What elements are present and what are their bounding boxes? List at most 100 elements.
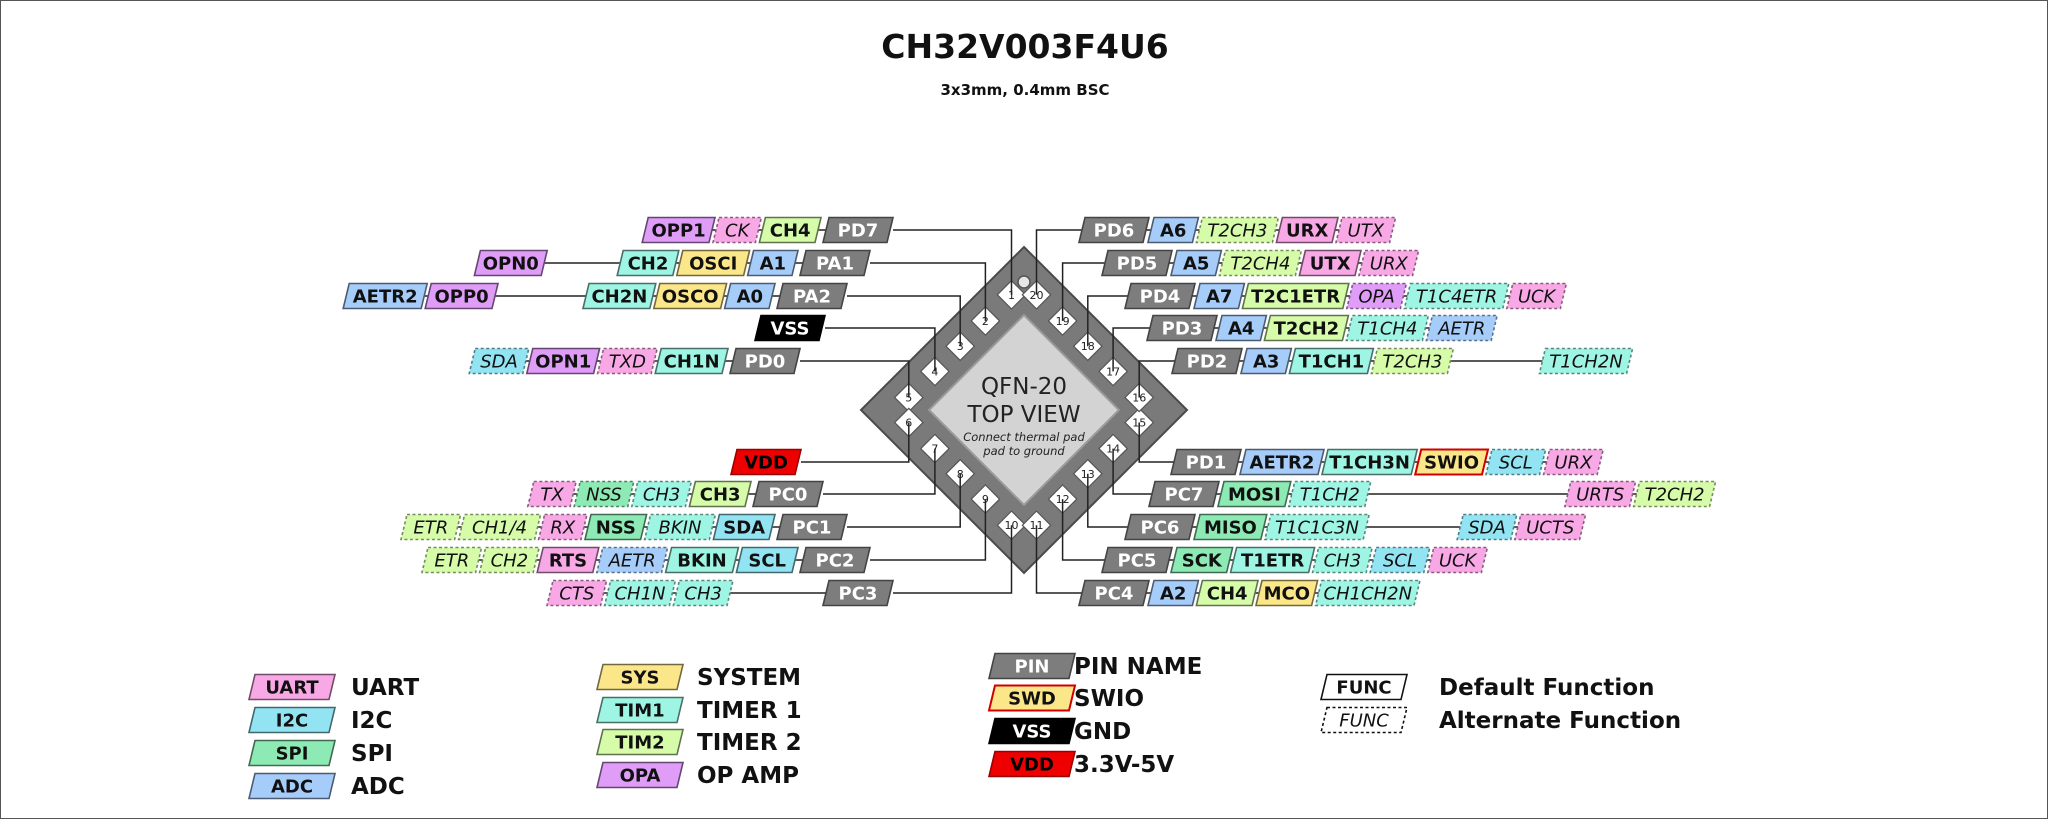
thermal-pad <box>927 313 1121 507</box>
right-func-pc6-miso-label: MISO <box>1204 518 1257 539</box>
legend-label: TIMER 2 <box>697 730 802 756</box>
right-func-pd3-aetr-label: AETR <box>1437 319 1485 340</box>
right-func-pc4-a2: A2 <box>1146 579 1200 607</box>
left-pin-pc1-label: PC1 <box>793 518 832 539</box>
legend-label: UART <box>351 675 419 701</box>
left-func-pc3-ch3: CH3 <box>672 579 735 607</box>
left-pin-vdd-label: VDD <box>744 453 788 474</box>
right-pin-pd3-label: PD3 <box>1162 319 1203 340</box>
chip-pad-number: 2 <box>982 315 989 328</box>
left-func-pa2-opp0-label: OPP0 <box>434 287 488 308</box>
right-func-pd6-t2ch3-label: T2CH3 <box>1207 221 1267 242</box>
left-func-pd7-opp1-label: OPP1 <box>651 221 705 242</box>
left-pin-pc3: PC3 <box>821 579 895 607</box>
left-func-pa1-a1: A1 <box>746 249 800 277</box>
right-func-pd1-aetr2-label: AETR2 <box>1250 453 1315 474</box>
right-func-pd6-utx: UTX <box>1334 216 1397 244</box>
left-pin-vss: VSS <box>753 314 827 342</box>
legend-swatch-pin-label: PIN <box>1015 657 1050 678</box>
left-pin-pa2: PA2 <box>775 282 849 310</box>
chip-pad-number: 18 <box>1081 340 1095 353</box>
left-pin-pc0: PC0 <box>751 480 825 508</box>
left-func-pa1-osci: OSCI <box>675 249 751 277</box>
right-func-pc4-a2-label: A2 <box>1160 584 1186 605</box>
chip-pad-number: 17 <box>1106 365 1120 378</box>
legend-swatch-vdd: VDD <box>987 750 1077 778</box>
right-func-pd2-a3: A3 <box>1239 347 1293 375</box>
right-func-pc5-ch3-label: CH3 <box>1324 551 1362 572</box>
left-func-pc0-ch3-label: CH3 <box>700 485 741 506</box>
left-func-pd0-opn1-label: OPN1 <box>535 352 591 373</box>
right-func-pd4-a7-label: A7 <box>1206 287 1232 308</box>
right-func-pd4-a7: A7 <box>1192 282 1246 310</box>
right-func-pc5-sck: SCK <box>1169 546 1234 574</box>
left-func-pd0-ch1n: CH1N <box>654 347 730 375</box>
left-func-pc2-aetr: AETR <box>595 546 669 574</box>
right-func-pd1-urx-label: URX <box>1554 453 1593 474</box>
right-pin-pc5-label: PC5 <box>1118 551 1157 572</box>
right-func-pd4-t2c1etr: T2C1ETR <box>1241 282 1350 310</box>
right-func-pc6-t1c1c3n: T1C1C3N <box>1263 513 1371 541</box>
left-func-pc0-ch3-label: CH3 <box>643 485 681 506</box>
left-pin-pd0: PD0 <box>728 347 802 375</box>
right-func-pc5-scl: SCL <box>1369 546 1431 574</box>
left-func-pa2-a0-label: A0 <box>737 287 763 308</box>
legend-swatch-uart-label: UART <box>265 678 319 699</box>
legend-label: GND <box>1074 719 1131 745</box>
left-func-pc2-bkin: BKIN <box>664 546 740 574</box>
right-pin-pd6: PD6 <box>1077 216 1151 244</box>
left-func-pd0-ch1n-label: CH1N <box>664 352 720 373</box>
left-pin-pc2: PC2 <box>798 546 872 574</box>
right-pin-pc4-label: PC4 <box>1095 584 1134 605</box>
right-pin-pd1: PD1 <box>1169 448 1243 476</box>
right-func-pd2-t1ch1-label: T1CH1 <box>1299 352 1365 373</box>
left-func-pd7-opp1: OPP1 <box>641 216 717 244</box>
legend-swatch-func: FUNC <box>1319 673 1409 701</box>
legend-swatch-sys: SYS <box>595 663 685 691</box>
right-func-pd5-utx: UTX <box>1298 249 1363 277</box>
left-func-pc2-scl: SCL <box>735 546 800 574</box>
right-pin-pc4: PC4 <box>1077 579 1151 607</box>
right-func-pd5-utx-label: UTX <box>1310 254 1351 275</box>
legend-label: Alternate Function <box>1439 708 1681 734</box>
legend-swatch-func-alt-label: FUNC <box>1339 711 1389 732</box>
right-func-pc7-t1ch2-label: T1CH2 <box>1300 485 1360 506</box>
left-func-pa1-ch2-label: CH2 <box>628 254 669 275</box>
left-func-pc2-rts: RTS <box>536 546 600 574</box>
right-func-pc7-t2ch2-label: T2CH2 <box>1645 485 1705 506</box>
right-func-pc5-uck-label: UCK <box>1439 551 1478 572</box>
chip-pad-number: 4 <box>931 365 938 378</box>
right-pin-pd5-label: PD5 <box>1117 254 1158 275</box>
left-func-pc0-tx-label: TX <box>540 485 564 506</box>
right-func-pd3-t2ch2: T2CH2 <box>1263 314 1350 342</box>
right-pin-pd5: PD5 <box>1100 249 1174 277</box>
legend-label: PIN NAME <box>1074 654 1202 680</box>
right-func-pd5-t2ch4-label: T2CH4 <box>1230 254 1290 275</box>
legend-swatch-pin: PIN <box>987 652 1077 680</box>
right-func-pd6-urx: URX <box>1275 216 1340 244</box>
legend-swatch-uart: UART <box>247 673 337 701</box>
left-func-pa1-a1-label: A1 <box>760 254 786 275</box>
legend-swatch-func-alt: FUNC <box>1319 706 1409 734</box>
right-pin-pd3: PD3 <box>1145 314 1219 342</box>
left-func-pc1-ch14-label: CH1/4 <box>472 518 527 539</box>
right-func-pd1-aetr2: AETR2 <box>1238 448 1326 476</box>
left-func-pd7-ch4: CH4 <box>758 216 823 244</box>
legend-swatch-tim2-label: TIM2 <box>615 733 664 754</box>
left-func-pc1-etr-label: ETR <box>413 518 448 539</box>
left-func-pc2-rts-label: RTS <box>549 551 587 572</box>
left-func-pd7-ch4-label: CH4 <box>770 221 811 242</box>
right-func-pc6-sda: SDA <box>1456 513 1518 541</box>
right-func-pd1-scl: SCL <box>1484 448 1547 476</box>
left-pin-pc2-label: PC2 <box>816 551 855 572</box>
right-func-pc7-mosi-label: MOSI <box>1228 485 1281 506</box>
legend-label: I2C <box>351 708 392 734</box>
right-func-pd2-t2ch3: T2CH3 <box>1370 347 1455 375</box>
legend-swatch-vss-label: VSS <box>1012 722 1051 743</box>
chip-pad-number: 20 <box>1030 289 1044 302</box>
left-pin-pc0-label: PC0 <box>769 485 808 506</box>
right-func-pc4-ch1ch2n: CH1CH2N <box>1314 579 1422 607</box>
right-func-pd4-opa: OPA <box>1345 282 1408 310</box>
left-func-pc1-nss-label: NSS <box>596 518 636 539</box>
